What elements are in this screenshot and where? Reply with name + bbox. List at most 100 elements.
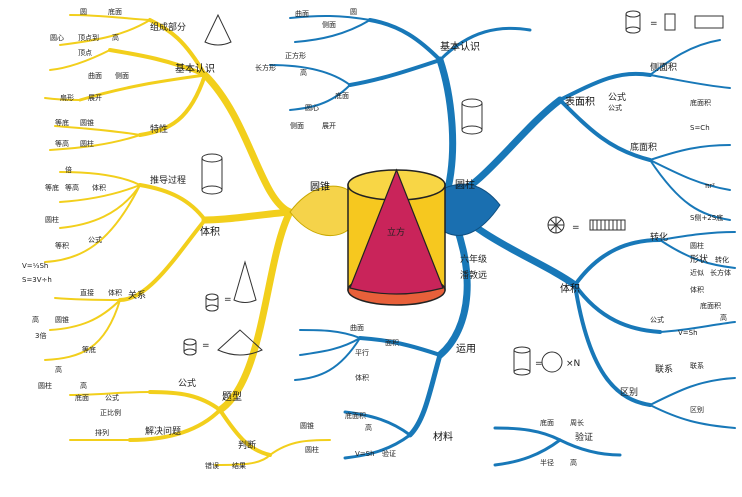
cylinder-net-icon bbox=[625, 10, 724, 34]
right-leaf: 长方体 bbox=[710, 268, 731, 277]
right-relation: 联系 bbox=[655, 364, 673, 375]
central-cylinder-cone bbox=[289, 168, 501, 306]
right-leaf: 底面 bbox=[540, 418, 554, 427]
left-leaf: 展开 bbox=[88, 94, 102, 102]
right-main-apply: 运用 bbox=[456, 343, 476, 355]
center-label-cylinder: 圆柱 bbox=[455, 178, 475, 191]
left-leaf: 等高 bbox=[55, 139, 69, 148]
right-leaf: 区别 bbox=[690, 405, 704, 414]
tall-cone-sketch-icon bbox=[233, 260, 257, 303]
author-name: 潘敦远 bbox=[460, 269, 487, 281]
right-leaf: S=Ch bbox=[690, 124, 710, 132]
equals-sign: = bbox=[572, 223, 580, 233]
left-leaf: 等底 bbox=[55, 118, 69, 127]
left-hatched-wedge bbox=[289, 185, 349, 237]
right-leaf: 底面积 bbox=[690, 98, 711, 107]
right-leaf: 近似 bbox=[690, 268, 704, 277]
right-labels: 基本认识 表面积 体积 运用 材料 侧面积 底面积 公式 转化 形状 联系 区别… bbox=[255, 8, 731, 467]
right-leaf: 公式 bbox=[650, 315, 664, 324]
right-leaf: 公式 bbox=[608, 103, 622, 112]
left-leaf: 底面 bbox=[75, 393, 89, 402]
equals-sign: = bbox=[535, 359, 543, 369]
left-leaf: 顶点到 bbox=[78, 34, 99, 42]
right-leaf: 底面积 bbox=[700, 301, 721, 310]
right-bottom-area: 底面积 bbox=[630, 141, 657, 153]
left-judge: 判断 bbox=[238, 439, 256, 451]
right-leaf: 圆心 bbox=[305, 104, 319, 112]
right-blue-wedge bbox=[444, 183, 501, 236]
right-leaf: 高 bbox=[720, 313, 727, 322]
left-leaf: 圆心 bbox=[50, 34, 64, 42]
right-leaf: 面积 bbox=[385, 338, 399, 347]
flat-cone-icon bbox=[217, 329, 263, 356]
cylinder-left-icon bbox=[183, 338, 197, 356]
right-leaf: 圆 bbox=[350, 8, 357, 16]
left-leaf: 等底 bbox=[45, 183, 59, 192]
left-leaf: 圆柱 bbox=[80, 139, 94, 148]
left-leaf: 圆柱 bbox=[305, 445, 319, 454]
sketch-icons bbox=[183, 10, 724, 376]
right-shape: 形状 bbox=[690, 253, 708, 265]
right-leaf: 高 bbox=[365, 423, 372, 432]
left-leaf: 等底 bbox=[82, 345, 96, 354]
small-cylinder-icon bbox=[205, 293, 219, 312]
cylinder-sketch-icon bbox=[201, 153, 223, 195]
left-labels: 基本认识 体积 题型 组成部分 特性 推导过程 关系 公式 判断 解决问题 圆 … bbox=[22, 7, 319, 470]
left-relation: 关系 bbox=[128, 289, 146, 301]
right-main-material: 材料 bbox=[433, 430, 453, 443]
left-leaf: 高 bbox=[112, 33, 119, 42]
right-leaf: 底面积 bbox=[345, 411, 366, 420]
right-diff: 区别 bbox=[620, 387, 638, 398]
right-leaf: 高 bbox=[300, 68, 307, 77]
left-leaf: 公式 bbox=[105, 393, 119, 402]
right-leaf: 联系 bbox=[690, 361, 704, 370]
left-leaf: 3倍 bbox=[35, 331, 46, 340]
right-leaf: 侧面 bbox=[322, 20, 336, 29]
left-leaf: 体积 bbox=[108, 288, 122, 297]
right-leaf: 平行 bbox=[355, 348, 369, 357]
center-labels: 圆锥 圆柱 立方 六年级 潘敦远 bbox=[310, 178, 487, 281]
cylinder-right-top-icon bbox=[461, 98, 483, 135]
right-leaf: 圆柱 bbox=[690, 241, 704, 250]
center-label-cone: 圆锥 bbox=[310, 181, 330, 193]
left-components: 组成部分 bbox=[150, 21, 186, 33]
left-leaf: 排列 bbox=[95, 428, 109, 437]
right-main-volume: 体积 bbox=[560, 283, 580, 295]
right-leaf: 高 bbox=[570, 458, 577, 467]
equals-sign: = bbox=[650, 19, 658, 29]
right-lateral: 侧面积 bbox=[650, 61, 677, 73]
left-branch-lines bbox=[44, 14, 331, 466]
left-leaf: 等高 bbox=[65, 183, 79, 192]
right-convert: 转化 bbox=[650, 231, 668, 243]
left-leaf: S=3V÷h bbox=[22, 276, 52, 284]
right-leaf: πr² bbox=[705, 182, 715, 190]
left-leaf: 公式 bbox=[88, 235, 102, 244]
left-leaf: 高 bbox=[55, 365, 62, 374]
right-leaf: 半径 bbox=[540, 458, 554, 467]
left-leaf: V=⅓Sh bbox=[22, 262, 48, 270]
cone-sketch-icon bbox=[204, 13, 232, 46]
right-leaf: 底面 bbox=[335, 91, 349, 100]
left-leaf: 圆锥 bbox=[300, 421, 314, 430]
left-leaf: 底面 bbox=[108, 7, 122, 16]
left-leaf: 倍 bbox=[65, 165, 72, 174]
left-leaf: 圆锥 bbox=[55, 315, 69, 324]
author-grade: 六年级 bbox=[460, 253, 487, 265]
left-leaf: 扇形 bbox=[60, 93, 74, 102]
left-leaf: 正比例 bbox=[100, 408, 121, 417]
equals-sign: = bbox=[224, 295, 232, 305]
left-leaf: 结果 bbox=[232, 461, 246, 470]
left-leaf: 高 bbox=[32, 315, 39, 324]
right-leaf: 正方形 bbox=[285, 51, 306, 60]
cone-shape bbox=[349, 168, 444, 295]
left-leaf: 圆 bbox=[80, 8, 87, 16]
left-leaf: 等积 bbox=[55, 241, 69, 250]
left-main-volume: 体积 bbox=[200, 226, 220, 238]
left-leaf: 高 bbox=[80, 381, 87, 390]
cone-mark: 立方 bbox=[387, 226, 405, 238]
left-main-basics: 基本认识 bbox=[175, 62, 215, 75]
left-leaf: 圆柱 bbox=[38, 381, 52, 390]
times-n-label: ×N bbox=[566, 359, 580, 369]
left-leaf: 直接 bbox=[80, 288, 94, 297]
